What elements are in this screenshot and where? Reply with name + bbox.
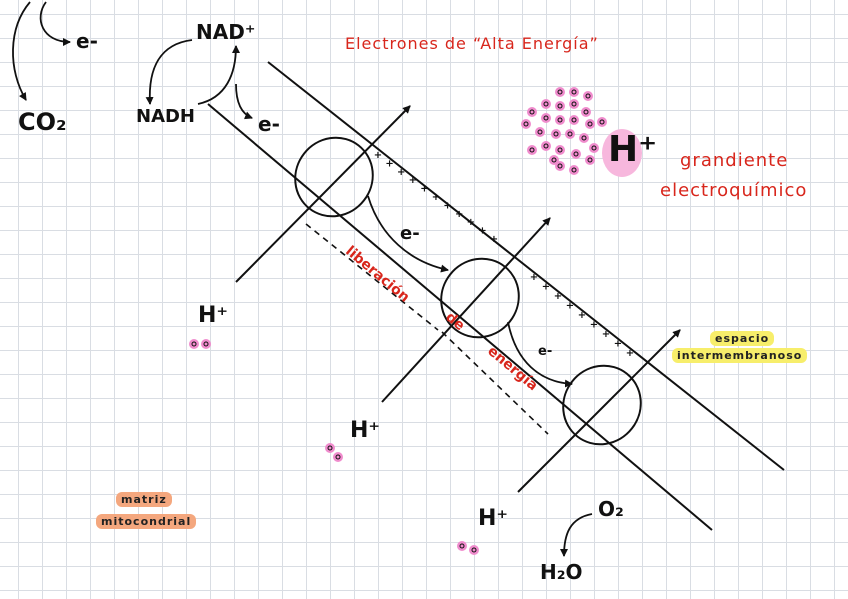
proton-dot bbox=[325, 443, 335, 453]
proton-dot bbox=[569, 87, 579, 97]
h2o-label: H₂O bbox=[540, 560, 583, 584]
plus-sign: + bbox=[542, 282, 550, 293]
diagram-title: Electrones de “Alta Energía” bbox=[345, 34, 599, 53]
plus-sign: + bbox=[374, 150, 382, 161]
nadh-label: NADH bbox=[136, 106, 196, 127]
proton-dot bbox=[597, 117, 607, 127]
proton-pair-2 bbox=[325, 443, 343, 462]
complex-1 bbox=[235, 105, 411, 283]
matrix-text-1: matriz bbox=[116, 492, 172, 507]
matrix-text-2: mitocondrial bbox=[96, 514, 197, 529]
plus-sign: + bbox=[530, 272, 538, 283]
plus-sign: + bbox=[443, 200, 451, 211]
plus-sign: + bbox=[578, 310, 586, 321]
proton-dot bbox=[541, 113, 551, 123]
plus-sign: + bbox=[566, 301, 574, 312]
electron-label-mid1: e- bbox=[400, 223, 420, 244]
complex-2 bbox=[381, 217, 551, 403]
proton-dot bbox=[527, 107, 537, 117]
matrix-label-line1: matriz bbox=[116, 490, 172, 507]
electron-flow-arrows bbox=[12, 1, 593, 557]
negative-charges bbox=[305, 223, 549, 435]
gradient-label-line1: grandiente bbox=[680, 150, 789, 171]
plus-sign: + bbox=[420, 184, 428, 195]
proton-dot bbox=[581, 107, 591, 117]
proton-dot bbox=[555, 101, 565, 111]
proton-dot bbox=[457, 541, 467, 551]
proton-cluster bbox=[521, 87, 642, 177]
proton-dot bbox=[569, 115, 579, 125]
proton-dot bbox=[469, 545, 479, 555]
proton-dot bbox=[541, 99, 551, 109]
plus-sign: + bbox=[409, 175, 417, 186]
proton-pair-3 bbox=[457, 541, 479, 555]
proton-dot bbox=[589, 143, 599, 153]
proton-dot bbox=[583, 91, 593, 101]
plus-sign: + bbox=[397, 167, 405, 178]
intermembrane-label-line2: intermembranoso bbox=[672, 346, 808, 363]
h-plus-highlight bbox=[602, 129, 642, 177]
proton-dot bbox=[555, 145, 565, 155]
arrow-complex2-to-complex3 bbox=[507, 321, 573, 388]
proton-dot bbox=[565, 129, 575, 139]
nad-plus-label: NAD⁺ bbox=[196, 20, 256, 44]
proton-dot bbox=[585, 155, 595, 165]
plus-sign: + bbox=[432, 192, 440, 203]
matrix-label-line2: mitocondrial bbox=[96, 512, 197, 529]
membrane-line-upper bbox=[267, 61, 785, 471]
arrow-complex1-to-complex2 bbox=[367, 195, 449, 273]
intermembrane-text-1: espacio bbox=[710, 331, 775, 346]
proton-dot bbox=[579, 133, 589, 143]
proton-dot bbox=[535, 127, 545, 137]
intermembrane-text-2: intermembranoso bbox=[672, 348, 808, 363]
dashes-2 bbox=[441, 331, 549, 435]
electron-label-nadh: e- bbox=[258, 112, 280, 136]
plus-sign: + bbox=[455, 209, 463, 220]
plus-sign: + bbox=[614, 339, 622, 350]
arrow-to-co2 bbox=[12, 1, 31, 101]
inner-membrane bbox=[207, 61, 785, 531]
arrow-to-nadh bbox=[145, 39, 193, 105]
plus-sign: + bbox=[602, 329, 610, 340]
plus-sign: + bbox=[554, 291, 562, 302]
proton-dot bbox=[189, 339, 199, 349]
plus-sign: + bbox=[467, 217, 475, 228]
proton-dot bbox=[555, 87, 565, 97]
proton-dot bbox=[527, 145, 537, 155]
proton-dot bbox=[571, 149, 581, 159]
o2-label: O₂ bbox=[598, 497, 624, 521]
intermembrane-label-line1: espacio bbox=[710, 329, 775, 346]
h-plus-big-label: H⁺ bbox=[608, 129, 658, 170]
proton-dot bbox=[549, 155, 559, 165]
plus-sign: + bbox=[385, 158, 393, 169]
proton-dot bbox=[541, 141, 551, 151]
positive-charges: ++++++++++++++++++++ bbox=[374, 150, 634, 359]
plus-sign: + bbox=[590, 320, 598, 331]
proton-dot bbox=[569, 99, 579, 109]
arrow-o2-to-h2o bbox=[560, 513, 593, 557]
arrow-to-e-nadh bbox=[235, 83, 253, 120]
h-plus-label-1: H⁺ bbox=[198, 303, 229, 328]
proton-dot bbox=[555, 115, 565, 125]
proton-dot bbox=[551, 129, 561, 139]
electron-label-top: e- bbox=[76, 29, 98, 53]
gradient-label-line2: electroquímico bbox=[660, 180, 808, 201]
proton-dot bbox=[585, 119, 595, 129]
proton-dot bbox=[201, 339, 211, 349]
plus-sign: + bbox=[478, 226, 486, 237]
plus-sign: + bbox=[490, 234, 498, 245]
proton-dot bbox=[521, 119, 531, 129]
plus-sign: + bbox=[626, 348, 634, 359]
proton-dot bbox=[333, 452, 343, 462]
arrow-nadh-to-nad bbox=[197, 45, 240, 105]
h-plus-label-2: H⁺ bbox=[350, 418, 381, 443]
proton-pair-1 bbox=[189, 339, 211, 349]
arrow-to-e-top bbox=[39, 1, 71, 46]
electron-label-mid2: e- bbox=[538, 344, 553, 359]
proton-dot bbox=[569, 165, 579, 175]
co2-label: CO₂ bbox=[18, 108, 67, 136]
h-plus-label-3: H⁺ bbox=[478, 506, 509, 531]
